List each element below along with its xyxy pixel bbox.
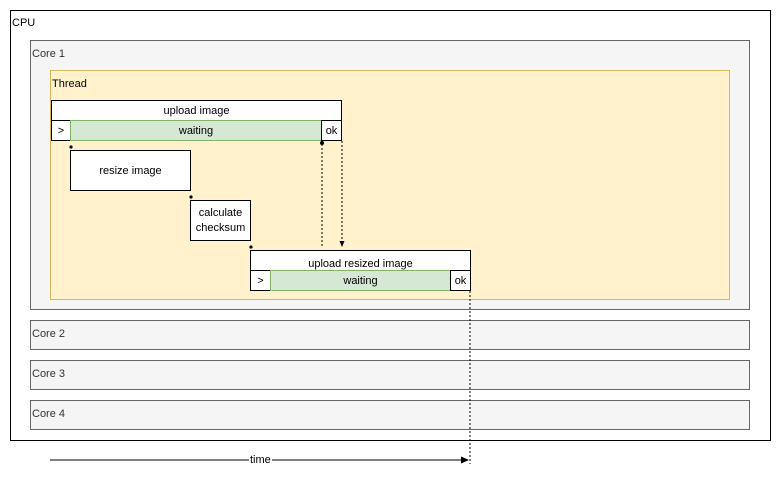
calculate-checksum-label: calculate checksum	[195, 206, 246, 234]
upload-resized-task: upload resized image	[250, 250, 471, 271]
upload-resized-start-dot	[249, 245, 253, 249]
core-2: Core 2	[30, 320, 750, 350]
upload-image-ok-label: ok	[325, 124, 338, 137]
resize-image-task: resize image	[70, 150, 191, 191]
resize-start-dot	[69, 145, 73, 149]
core-3: Core 3	[30, 360, 750, 390]
cpu-label: CPU	[12, 17, 36, 29]
callback-dot	[320, 141, 324, 145]
core-4: Core 4	[30, 400, 750, 430]
time-axis-label: time	[249, 454, 272, 466]
core-3-label: Core 3	[32, 368, 66, 380]
upload-resized-waiting-label: waiting	[343, 274, 378, 287]
upload-image-waiting-label: waiting	[178, 124, 214, 137]
upload-resized-waiting: waiting	[270, 270, 451, 291]
upload-image-ok: ok	[321, 120, 342, 141]
upload-resized-title: upload resized image	[308, 257, 413, 270]
upload-image-title: upload image	[163, 104, 230, 117]
checksum-start-dot	[189, 195, 193, 199]
upload-resized-start-label: >	[257, 274, 264, 287]
core-4-label: Core 4	[32, 408, 66, 420]
resize-image-label: resize image	[99, 164, 162, 177]
core-2-label: Core 2	[32, 328, 66, 340]
thread-label: Thread	[52, 78, 87, 90]
upload-resized-ok: ok	[450, 270, 471, 291]
upload-image-waiting: waiting	[70, 120, 322, 141]
core-1-label: Core 1	[32, 48, 66, 60]
calculate-checksum-task: calculate checksum	[190, 200, 251, 241]
upload-image-start-label: >	[57, 124, 65, 137]
upload-resized-ok-label: ok	[454, 274, 467, 287]
